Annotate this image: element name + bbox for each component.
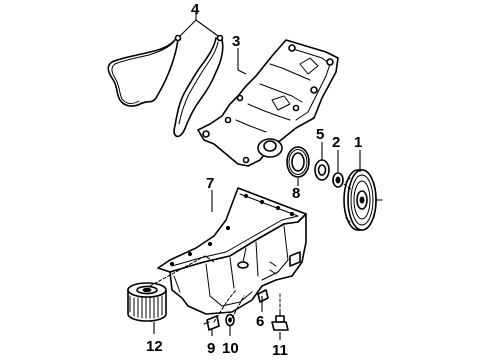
callout-1: 1 (354, 134, 362, 151)
callout-4: 4 (191, 1, 200, 18)
timing-cover (197, 39, 339, 167)
timing-cover-gaskets (107, 34, 224, 138)
callout-6: 6 (256, 313, 264, 330)
callout-7: 7 (206, 175, 214, 192)
callout-8: 8 (292, 185, 300, 202)
crankshaft-pulley (343, 169, 383, 231)
callout-3: 3 (232, 33, 240, 50)
callout-9: 9 (207, 340, 215, 357)
callouts: 1 2 3 4 5 6 7 8 9 10 11 12 (146, 1, 362, 359)
callout-2: 2 (332, 134, 340, 151)
callout-5: 5 (316, 126, 324, 143)
drain-plug (271, 311, 289, 331)
callout-11: 11 (272, 342, 288, 359)
washer (332, 172, 344, 188)
oil-filter (127, 282, 167, 322)
spacer (314, 159, 330, 181)
front-seal (286, 146, 310, 178)
assembly-lines (149, 183, 353, 323)
callout-10: 10 (222, 340, 239, 357)
callout-leaders (153, 12, 361, 340)
oil-pan (157, 187, 307, 315)
callout-12: 12 (146, 338, 163, 355)
